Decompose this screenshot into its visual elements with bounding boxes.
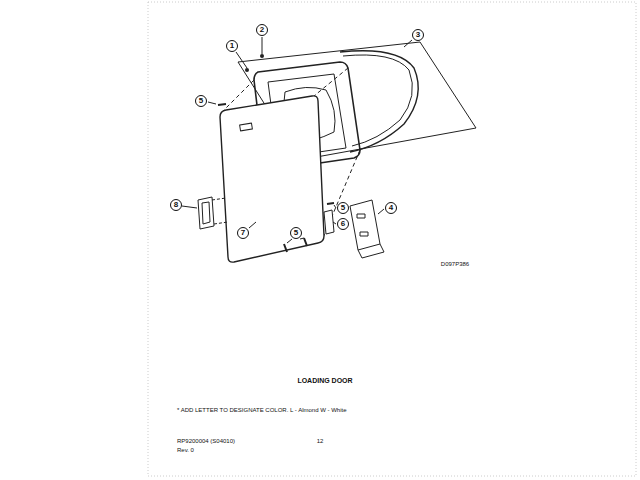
leader-line	[333, 222, 336, 224]
leader-line	[334, 205, 336, 208]
leader-line	[378, 209, 384, 214]
door-gasket	[340, 51, 418, 152]
note-text: * ADD LETTER TO DESIGNATE COLOR. L - Alm…	[176, 407, 347, 413]
door-handle	[198, 197, 214, 229]
callout-number: 1	[226, 40, 238, 52]
note-text: Rev. 0	[176, 447, 195, 453]
callout-number: 5	[290, 227, 302, 239]
note-text: D097P386	[440, 261, 470, 267]
door-hinge	[350, 200, 380, 250]
leader-line	[404, 40, 412, 47]
callout-number: 3	[412, 29, 424, 41]
note-text: 12	[316, 438, 325, 444]
callout-number: 7	[237, 227, 249, 239]
loading-door-panel	[220, 96, 324, 262]
note-text: RP9200004 (S04010)	[176, 438, 236, 444]
leader-line	[208, 102, 216, 104]
callout-number: 4	[385, 202, 397, 214]
leader-line	[236, 52, 247, 68]
hinge-plate	[324, 210, 334, 234]
leader-line	[249, 222, 256, 228]
clip	[260, 54, 264, 58]
callout-number: 2	[256, 24, 268, 36]
leader-line	[262, 37, 263, 54]
door-handle-slot	[240, 123, 253, 131]
callout-number: 6	[337, 218, 349, 230]
page-border	[148, 2, 636, 476]
leader-line	[182, 206, 197, 208]
screw	[218, 104, 334, 252]
clip	[245, 68, 249, 72]
callout-number: 8	[170, 199, 182, 211]
callout-number: 5	[195, 95, 207, 107]
callout-number: 5	[337, 202, 349, 214]
diagram-title: LOADING DOOR	[296, 377, 353, 384]
